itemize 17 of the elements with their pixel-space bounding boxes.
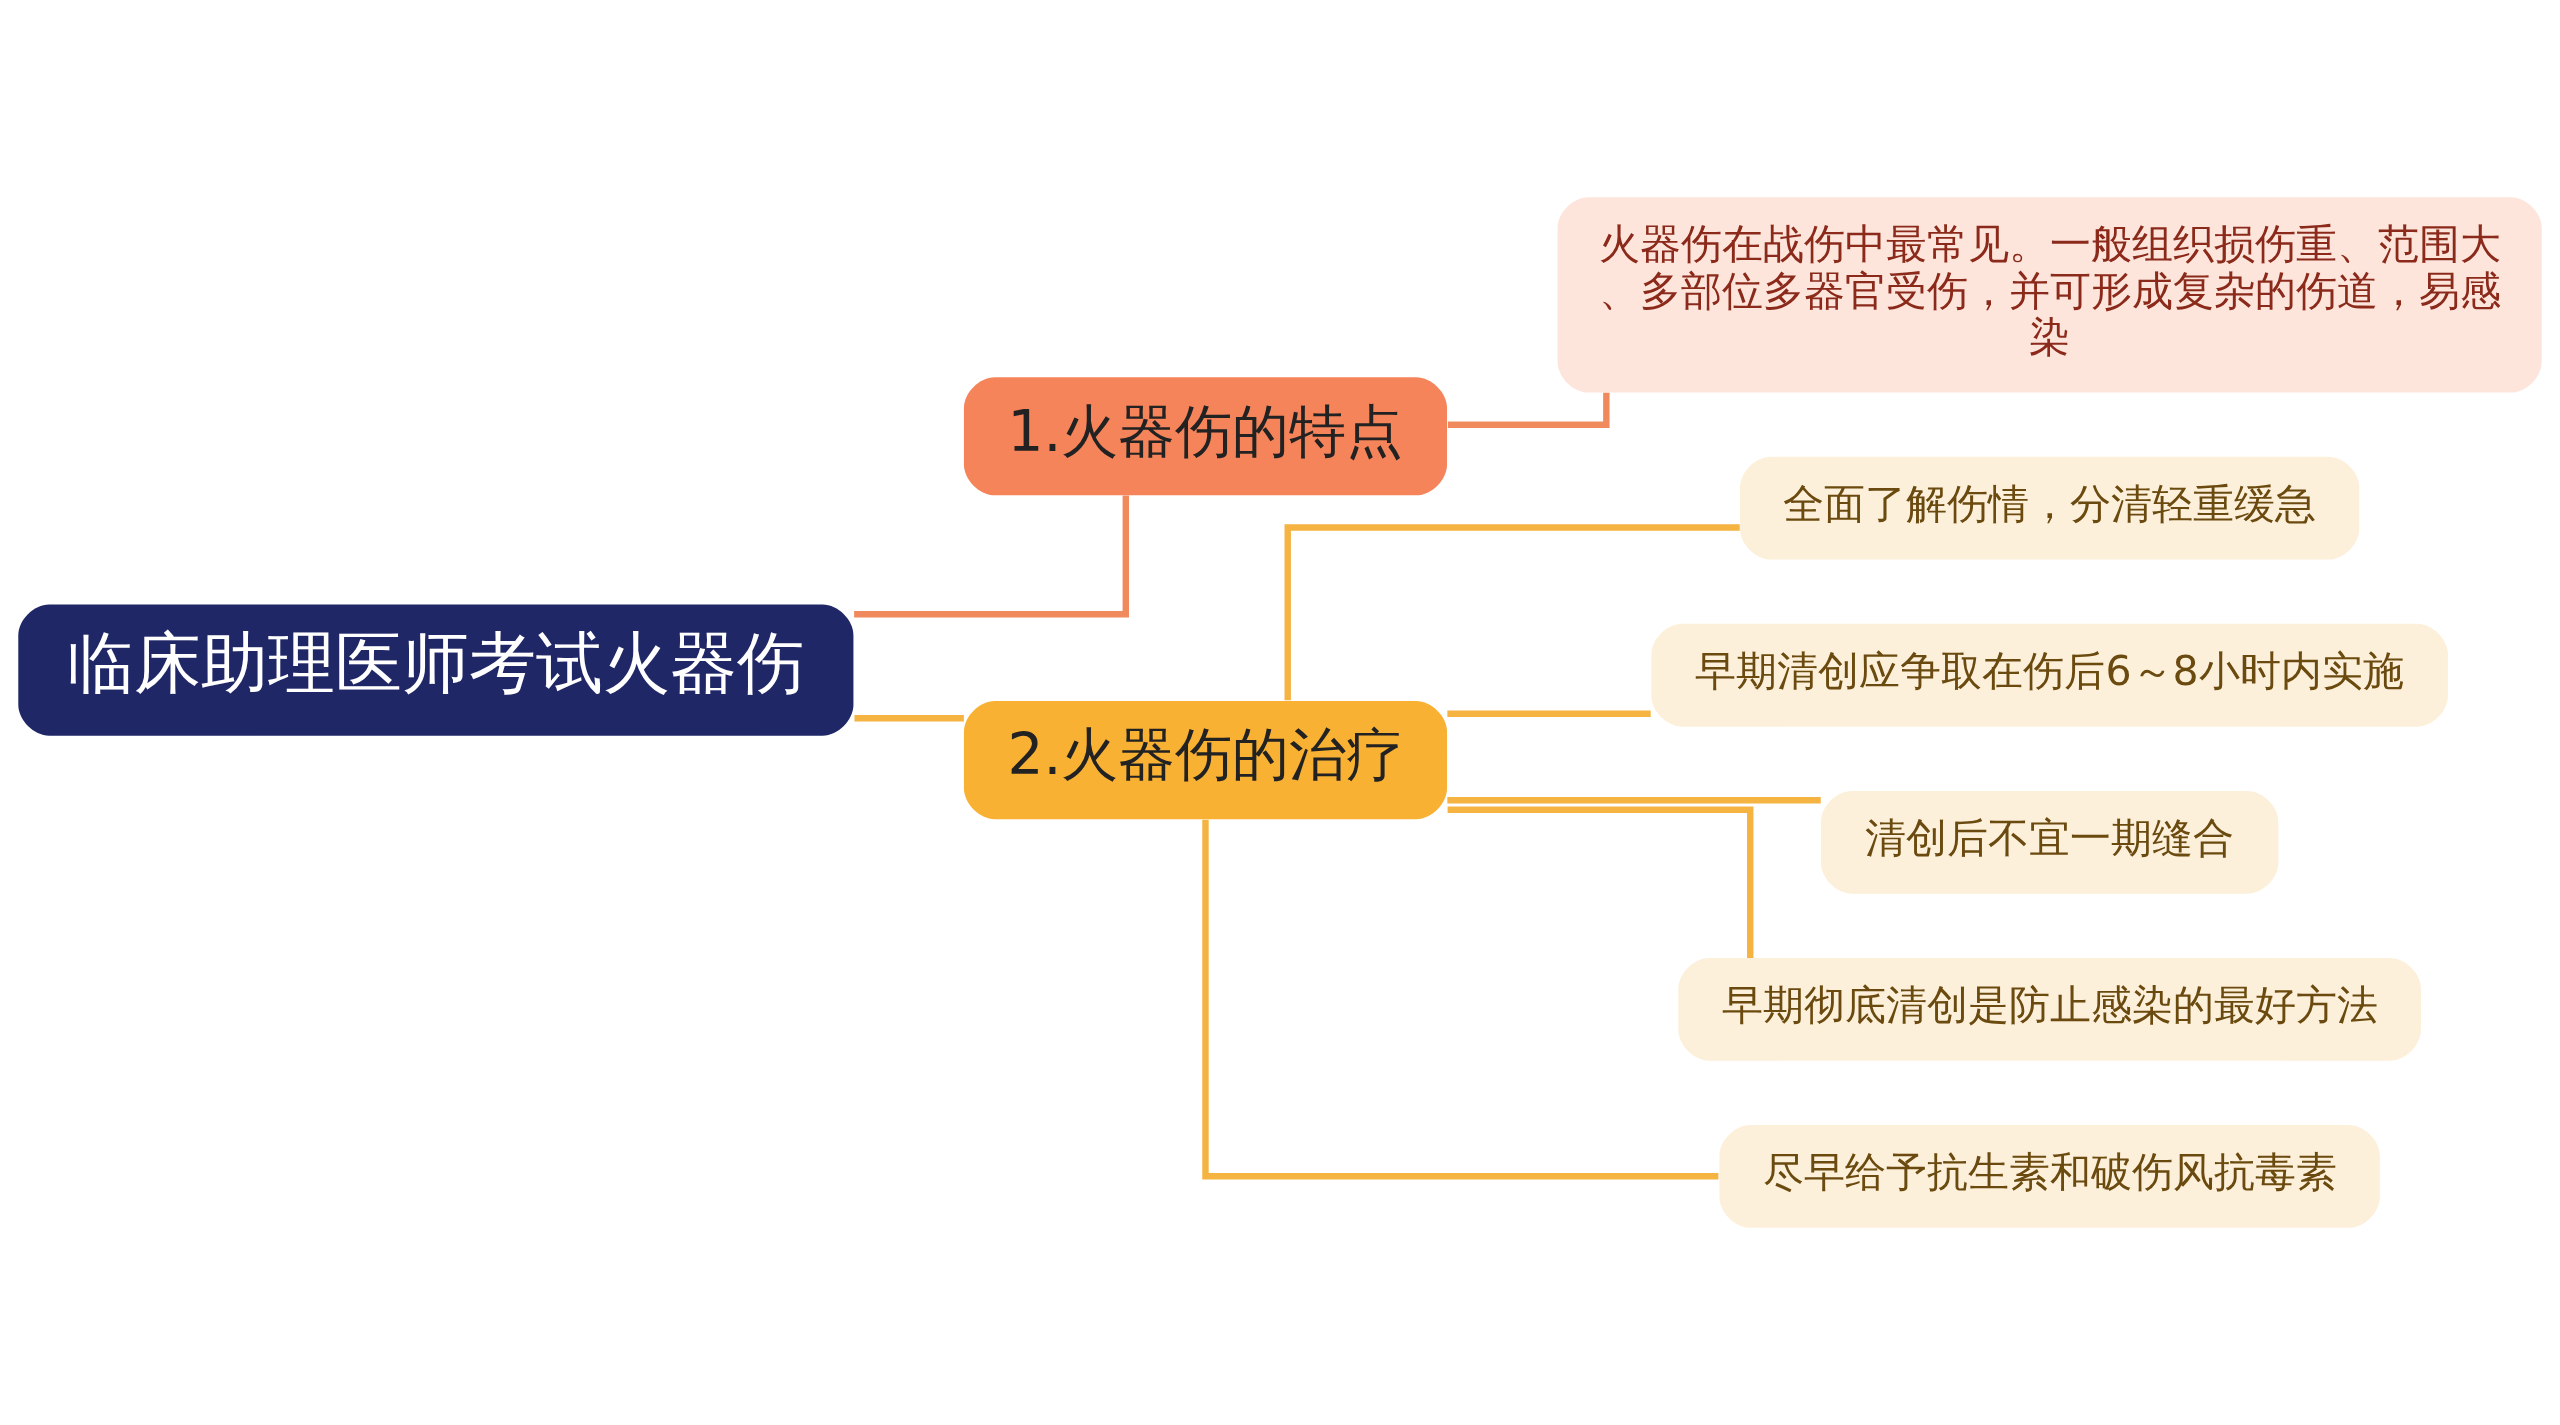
node-box: 尽早给予抗生素和破伤风抗毒素 — [1719, 1124, 2380, 1228]
connector — [1202, 819, 1719, 1180]
connector — [1447, 797, 1821, 804]
node-box: 1.火器伤的特点 — [963, 377, 1448, 496]
connector — [1447, 806, 1754, 958]
node-box: 火器伤在战伤中最常见。一般组织损伤重、范围大、多部位多器官受伤，并可形成复杂的伤道，易感染 — [1557, 197, 2542, 393]
node-box: 全面了解伤情，分清轻重缓急 — [1739, 456, 2360, 560]
node-box: 早期清创应争取在伤后6～8小时内实施 — [1651, 623, 2448, 727]
node-box: 临床助理医师考试火器伤 — [18, 604, 854, 736]
node-box: 早期彻底清创是防止感染的最好方法 — [1678, 957, 2421, 1061]
connector — [1284, 524, 1740, 701]
connector — [1447, 710, 1651, 717]
node-box: 清创后不宜一期缝合 — [1820, 790, 2279, 894]
connector — [854, 495, 1130, 618]
connector — [1447, 392, 1610, 428]
connector — [854, 715, 964, 722]
node-box: 2.火器伤的治疗 — [963, 700, 1448, 820]
